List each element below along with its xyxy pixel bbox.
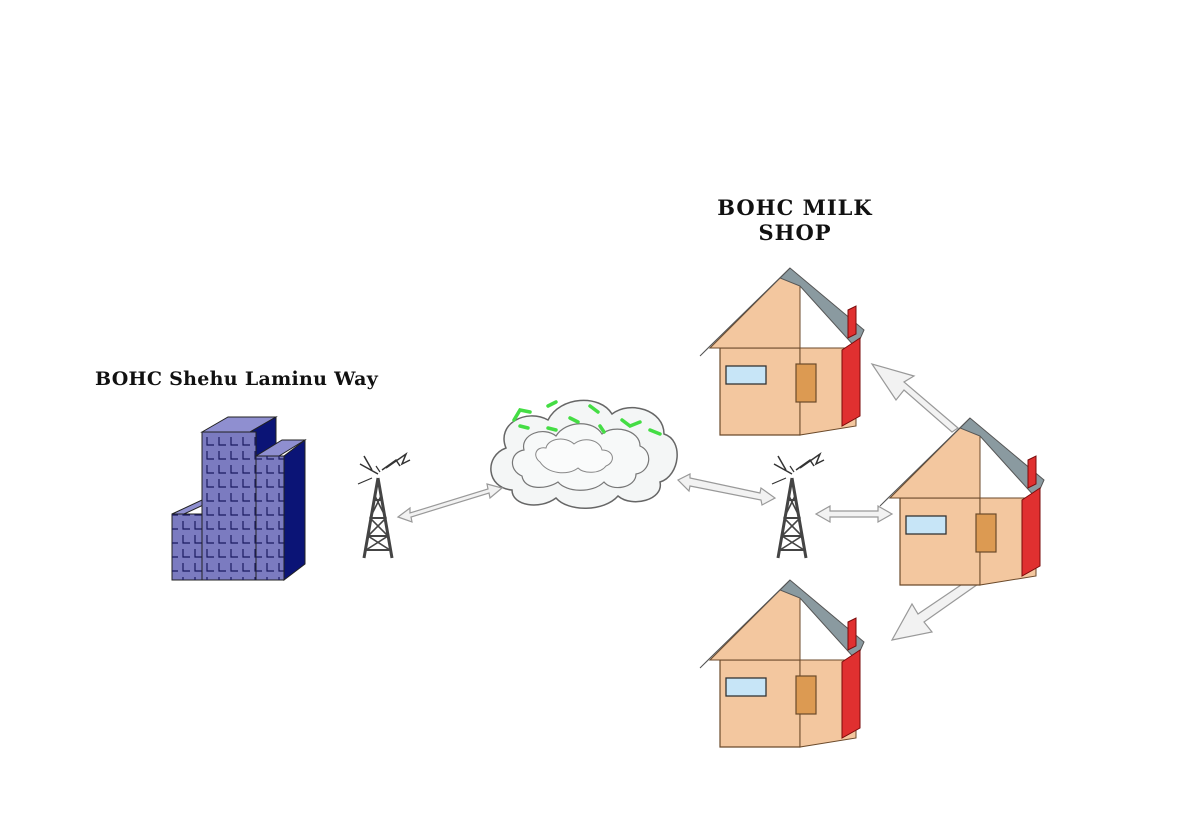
- house-icon: [699, 249, 865, 436]
- cloud-icon: [490, 399, 678, 509]
- office-building-icon: [171, 416, 307, 582]
- arrow-to-top-house: [870, 362, 959, 433]
- house-icon: [879, 399, 1045, 586]
- shop-label: BOHC MILK SHOP: [717, 195, 873, 245]
- link-arrow-tower-cloud: [396, 483, 504, 523]
- house-icon: [699, 561, 865, 748]
- headquarters-label: BOHC Shehu Laminu Way: [95, 368, 379, 390]
- link-arrow-cloud-tower: [676, 473, 777, 506]
- link-arrow-tower-house: [814, 504, 894, 524]
- radio-tower-icon: [356, 452, 412, 560]
- radio-tower-icon: [770, 452, 826, 560]
